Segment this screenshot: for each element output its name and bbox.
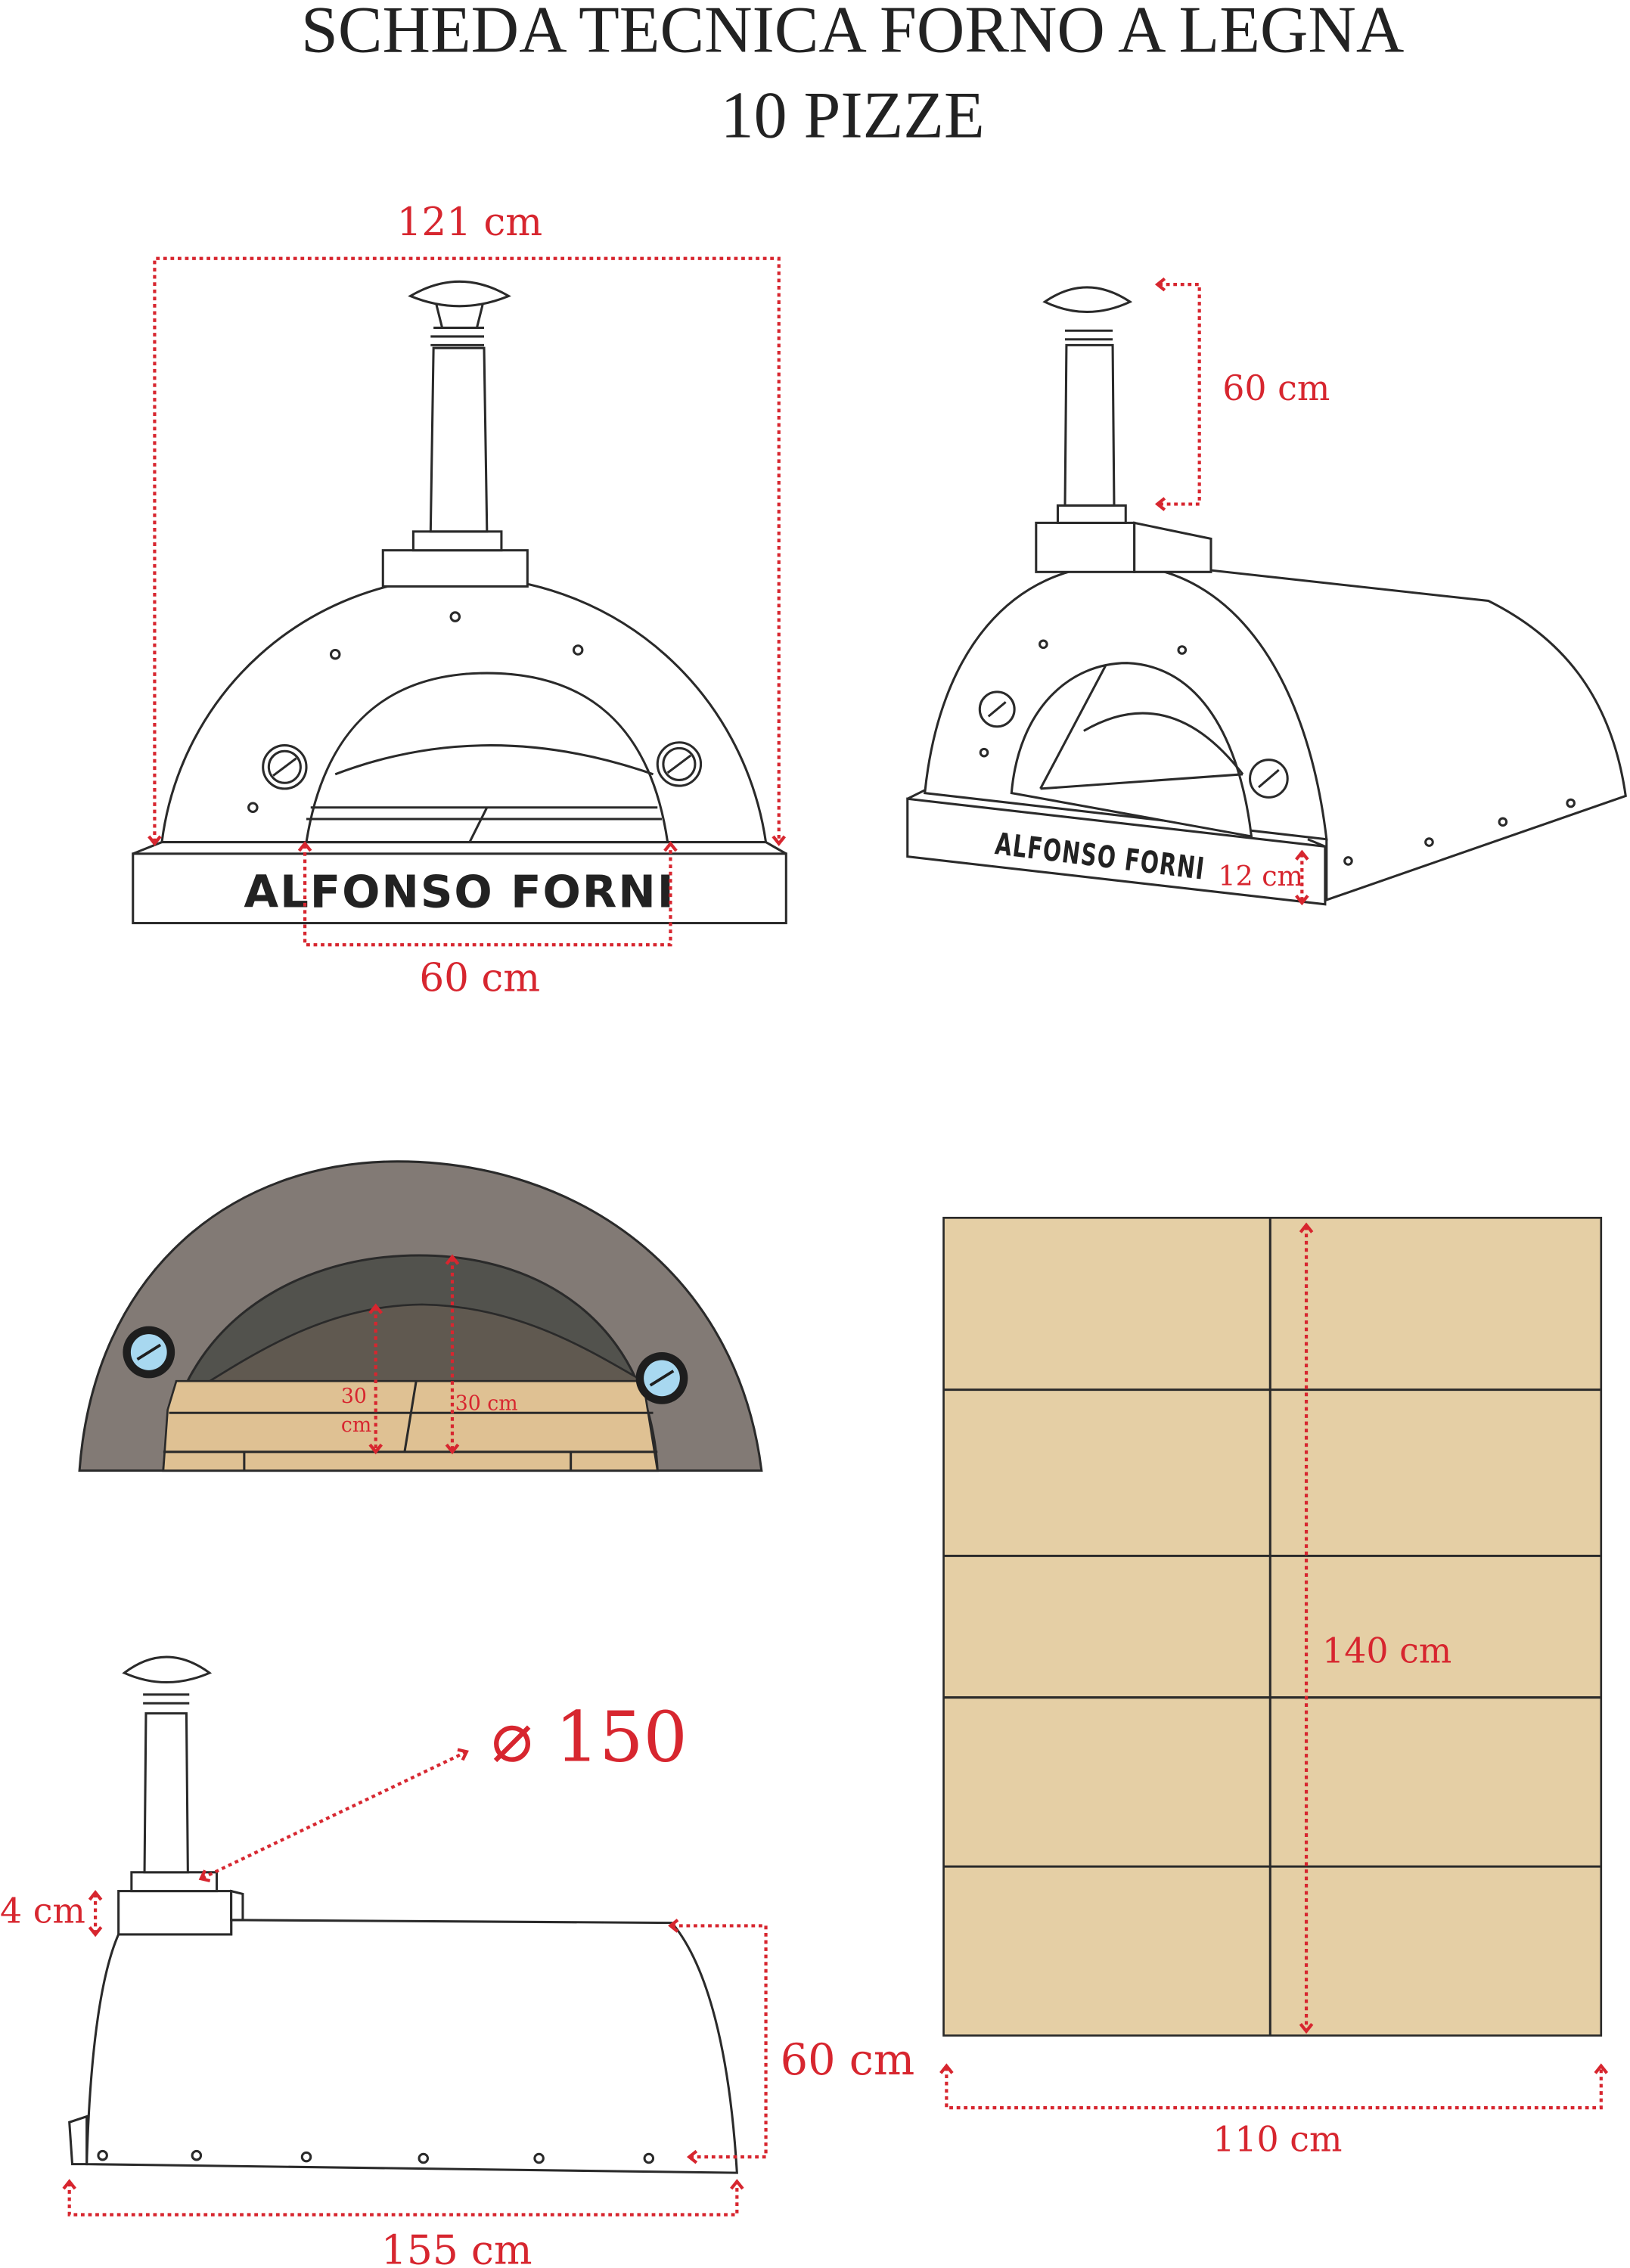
section-thermometer-right-icon	[635, 1351, 688, 1404]
floor-plan-tiles	[942, 1216, 1603, 2037]
front-chimney-block	[381, 549, 529, 588]
front-width-dimension	[147, 256, 787, 846]
front-chimney-cap	[408, 280, 511, 328]
floor-plan-depth-label: 140 cm	[1322, 1630, 1451, 1671]
side-diameter-dimension	[198, 1748, 469, 1883]
section-view: 30 cm 30 cm	[78, 1160, 763, 1472]
side-height-dimension	[668, 1919, 768, 2164]
side-length-dimension	[62, 2179, 744, 2217]
front-view: ALFONSO FORNI 121 cm 60 cm	[132, 200, 787, 1001]
perspective-chimney-pipe	[1063, 343, 1116, 507]
perspective-thermometer-right-icon	[1249, 759, 1289, 799]
side-chimney-pipe	[143, 1712, 189, 1874]
side-chimney-cap	[122, 1655, 213, 1683]
front-brand-text: ALFONSO FORNI	[244, 866, 675, 918]
perspective-view: ALFONSO FORNI 60 cm 12 cm	[906, 277, 1627, 906]
front-chimney-collar	[411, 530, 503, 552]
section-thermometer-left-icon	[123, 1326, 175, 1379]
side-block-label: 4 cm	[0, 1891, 85, 1931]
side-base-block	[117, 1890, 233, 1936]
section-floor	[162, 1379, 659, 1472]
perspective-chimney-label: 60 cm	[1222, 368, 1330, 408]
front-oven-mouth	[305, 672, 669, 844]
front-chimney-pipe	[429, 346, 489, 533]
front-mouth-label: 60 cm	[419, 955, 540, 1001]
section-height-label-a-unit: cm	[341, 1413, 371, 1437]
side-view: ⌀ 150 4 cm 60 cm 155 cm	[0, 1655, 915, 2268]
perspective-base-label: 12 cm	[1219, 860, 1303, 892]
front-thermometer-left-icon	[262, 744, 308, 790]
front-width-label: 121 cm	[397, 200, 543, 245]
title-line-1: SCHEDA TECNICA FORNO A LEGNA	[301, 0, 1404, 67]
front-base	[132, 852, 787, 925]
side-diameter-label: ⌀ 150	[492, 1697, 688, 1778]
floor-plan-width-dimension	[939, 2063, 1609, 2110]
section-height-label-b: 30 cm	[455, 1392, 518, 1415]
perspective-chimney-dimension	[1154, 277, 1201, 511]
side-length-label: 155 cm	[381, 2226, 532, 2268]
front-mouth-dimension	[297, 841, 678, 947]
side-height-label: 60 cm	[781, 2034, 915, 2085]
title-line-2: 10 PIZZE	[721, 79, 985, 152]
floor-plan-width-label: 110 cm	[1212, 2118, 1342, 2159]
side-body	[85, 1919, 738, 2174]
perspective-thermometer-left-icon	[978, 690, 1016, 728]
section-height-label-a: 30	[341, 1385, 367, 1408]
front-thermometer-right-icon	[656, 741, 703, 787]
perspective-base	[906, 797, 1327, 906]
perspective-chimney-cap	[1042, 286, 1133, 313]
floor-plan: 140 cm 110 cm	[939, 1216, 1609, 2159]
